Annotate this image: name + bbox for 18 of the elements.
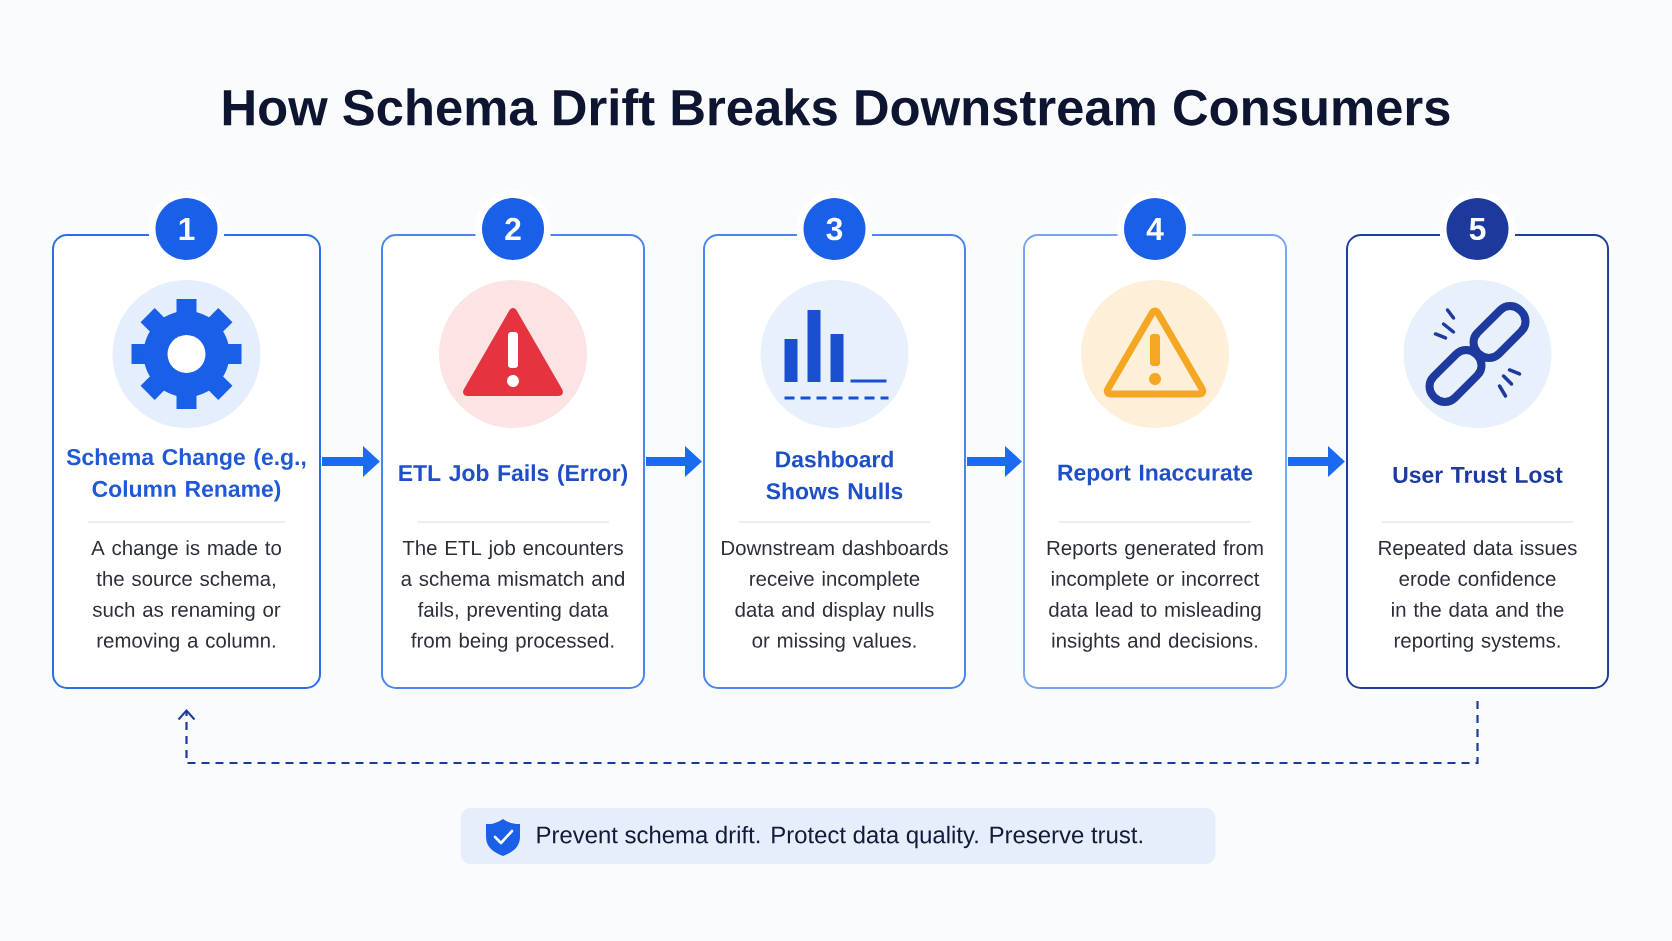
step-number: 2: [475, 191, 551, 267]
card-text: Reports generated from incomplete or incorrect data lead to misleading insights and decisions.: [1047, 540, 1263, 652]
card-text: Repeated data issues erode confidence in the data and the reporting systems.: [1379, 540, 1577, 652]
feedback-arrow: [177, 701, 1479, 765]
step-number: 5: [1439, 191, 1516, 267]
card-title: Dashboard Shows Nulls: [766, 450, 903, 500]
card-title: User Trust Lost: [1393, 467, 1563, 483]
banner-text: Prevent schema drift. Protect data quality. Preserve trust.: [537, 825, 1142, 849]
title: How Schema Drift Breaks Downstream Consumers: [223, 88, 1450, 126]
card-text: Downstream dashboards receive incomplete data and display nulls or missing values.: [722, 540, 948, 652]
step-number: 4: [1117, 191, 1193, 267]
step-number: 1: [148, 191, 225, 267]
card-text: A change is made to the source schema, such as renaming or removing a column.: [91, 540, 281, 652]
card-title: ETL Job Fails (Error): [399, 464, 628, 486]
step-number: 3: [796, 191, 873, 267]
card-title: Report Inaccurate: [1058, 464, 1253, 486]
card-text: The ETL job encounters a schema mismatch and fails, preventing data from being processed.: [401, 540, 624, 652]
card-title: Schema Change (e.g., Column Rename): [66, 448, 306, 502]
